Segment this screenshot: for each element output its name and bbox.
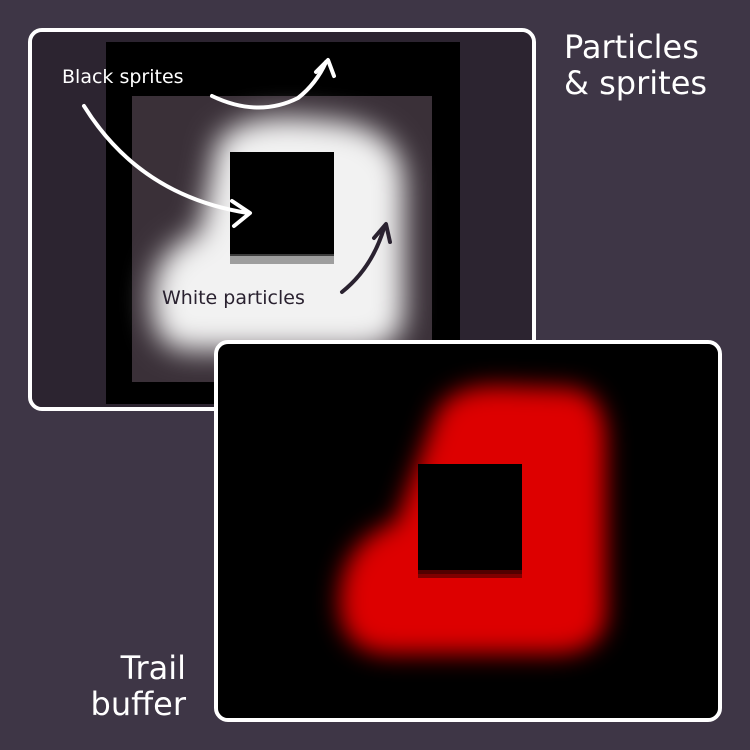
caption-bottom-line1: Trail <box>120 649 186 687</box>
black-sprite-square <box>230 152 334 256</box>
white-particles-label: White particles <box>162 287 305 309</box>
caption-trail-buffer: Trail buffer <box>20 650 186 722</box>
trail-buffer-render <box>218 344 718 718</box>
trail-edge <box>418 570 522 578</box>
sprite-hole <box>418 464 522 574</box>
caption-top-line1: Particles <box>564 28 699 66</box>
caption-particles-sprites: Particles & sprites <box>564 29 744 101</box>
trail-buffer-panel <box>214 340 722 722</box>
caption-bottom-line2: buffer <box>90 685 186 723</box>
sprite-shadow <box>230 254 334 264</box>
caption-top-line2: & sprites <box>564 64 708 102</box>
black-sprites-label: Black sprites <box>62 66 184 88</box>
